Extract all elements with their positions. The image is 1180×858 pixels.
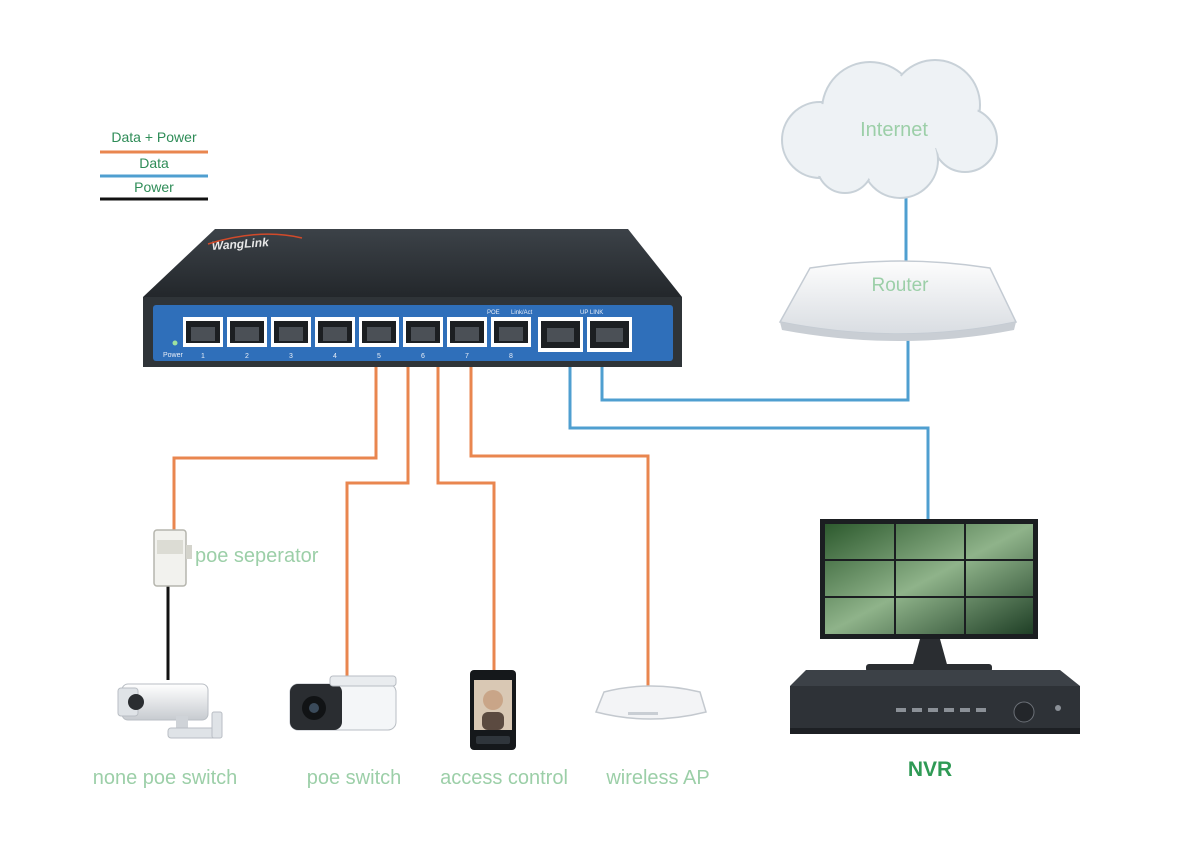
poe-separator-label: poe seperator: [195, 545, 319, 567]
port-number-label: 5: [377, 353, 381, 360]
internet-label: Internet: [860, 119, 928, 141]
switch-brand-swoosh: [207, 233, 303, 245]
poe-port-7: 7: [447, 317, 487, 360]
poe-port-5: 5: [359, 317, 399, 360]
port-number-label: 2: [245, 353, 249, 360]
switch-power-label: Power: [163, 352, 184, 359]
poe-separator-device-icon: poe seperator: [153, 529, 319, 587]
switch-ports: 1 2 3 4 5 6 7 8: [183, 317, 531, 360]
cable-to-poe-switch: [345, 366, 410, 685]
poe-switch-label: poe switch: [307, 767, 402, 789]
access-control-label: access control: [440, 767, 568, 789]
router-label: Router: [871, 275, 929, 296]
cable-switch-to-nvr: [568, 366, 930, 520]
nvr-label: NVR: [908, 758, 952, 781]
wireless-ap-label: wireless AP: [605, 767, 709, 789]
none-poe-camera-icon: [117, 683, 223, 739]
port-number-label: 8: [509, 353, 513, 360]
uplink-port-1: [538, 317, 583, 352]
power-led: [172, 340, 178, 346]
switch-poe-label: POE: [487, 310, 500, 316]
poe-port-3: 3: [271, 317, 311, 360]
monitor-icon: [820, 519, 1038, 672]
poe-port-4: 4: [315, 317, 355, 360]
router-device-icon: Router: [778, 260, 1018, 341]
cable-to-poe-separator: [172, 366, 378, 532]
port-number-label: 3: [289, 353, 293, 360]
legend: Data + Power Data Power: [100, 129, 208, 201]
cable-to-access-control: [436, 366, 496, 672]
switch-uplink-label: UP LINK: [580, 310, 603, 316]
port-number-label: 1: [201, 353, 205, 360]
poe-port-2: 2: [227, 317, 267, 360]
poe-port-1: 1: [183, 317, 223, 360]
cable-to-wireless-ap: [469, 366, 650, 690]
legend-data-power-label: Data + Power: [111, 129, 197, 145]
wireless-ap-device-icon: [594, 685, 707, 720]
switch-link-label: Link/Act: [511, 310, 533, 316]
poe-port-8: 8: [491, 317, 531, 360]
legend-power-label: Power: [134, 179, 174, 195]
port-number-label: 4: [333, 353, 337, 360]
cables: [166, 188, 930, 690]
legend-data-label: Data: [139, 155, 169, 171]
switch-top-face: [143, 229, 682, 297]
internet-cloud-icon: Internet: [781, 59, 998, 199]
nvr-device-icon: NVR: [790, 670, 1080, 781]
poe-port-6: 6: [403, 317, 443, 360]
none-poe-switch-label: none poe switch: [93, 767, 238, 789]
cable-switch-to-router: [600, 330, 910, 402]
access-control-device-icon: [470, 670, 516, 750]
port-number-label: 7: [465, 353, 469, 360]
port-number-label: 6: [421, 353, 425, 360]
poe-camera-icon: [289, 675, 397, 731]
uplink-port-2: [587, 317, 632, 352]
